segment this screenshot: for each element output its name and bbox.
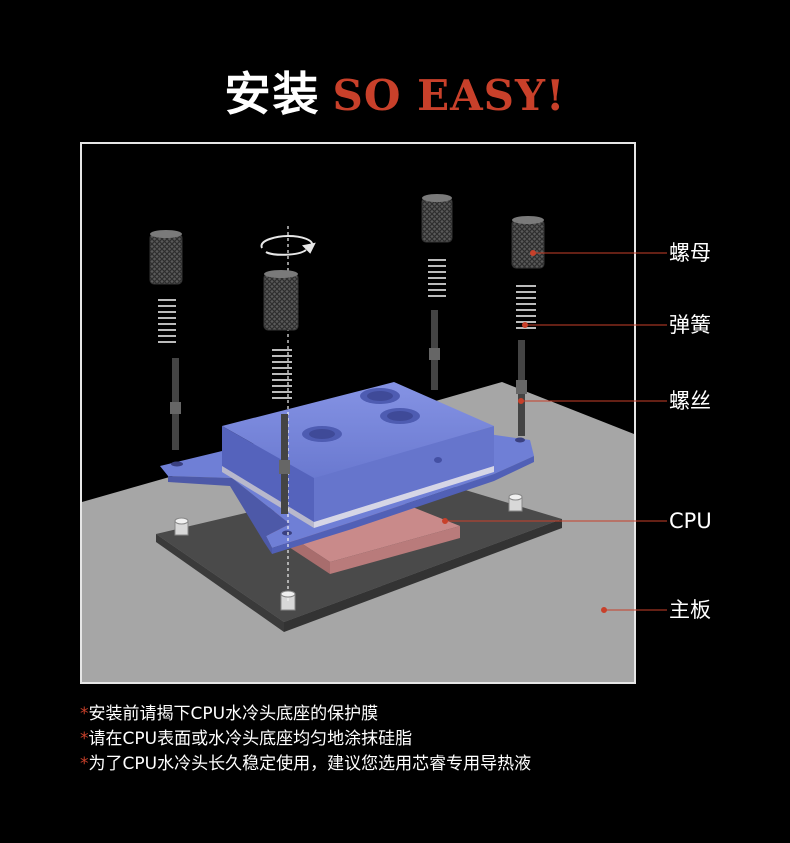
note-item: *安装前请揭下CPU水冷头底座的保护膜 (80, 702, 531, 727)
label-spring: 弹簧 (669, 313, 711, 337)
note-marker: * (80, 729, 89, 749)
installation-notes: *安装前请揭下CPU水冷头底座的保护膜 *请在CPU表面或水冷头底座均匀地涂抹硅… (80, 702, 531, 777)
screw-assembly-back (421, 194, 453, 390)
installation-illustration (80, 142, 636, 684)
label-screw: 螺丝 (669, 389, 711, 413)
label-motherboard: 主板 (669, 598, 711, 622)
note-marker: * (80, 704, 89, 724)
note-text: 安装前请揭下CPU水冷头底座的保护膜 (88, 704, 379, 724)
exploded-assembly-diagram (82, 194, 634, 682)
note-text: 为了CPU水冷头长久稳定使用，建议您选用芯睿专用导热液 (88, 754, 532, 774)
standoff-front (280, 590, 296, 611)
water-block (222, 382, 494, 528)
standoff-left (174, 517, 189, 536)
note-item: *为了CPU水冷头长久稳定使用，建议您选用芯睿专用导热液 (80, 752, 531, 777)
rotation-arrow-icon (260, 234, 316, 256)
label-nut: 螺母 (669, 241, 711, 265)
label-cpu: CPU (669, 509, 712, 533)
screw-assembly-right (511, 216, 545, 436)
screw-assembly-left (149, 230, 183, 450)
standoff-right (508, 493, 523, 512)
screw-assembly-center (263, 270, 299, 514)
note-item: *请在CPU表面或水冷头底座均匀地涂抹硅脂 (80, 727, 531, 752)
note-text: 请在CPU表面或水冷头底座均匀地涂抹硅脂 (88, 729, 413, 749)
title-en: SO EASY! (332, 71, 566, 120)
note-marker: * (80, 754, 89, 774)
title-cn: 安装 (224, 67, 321, 121)
